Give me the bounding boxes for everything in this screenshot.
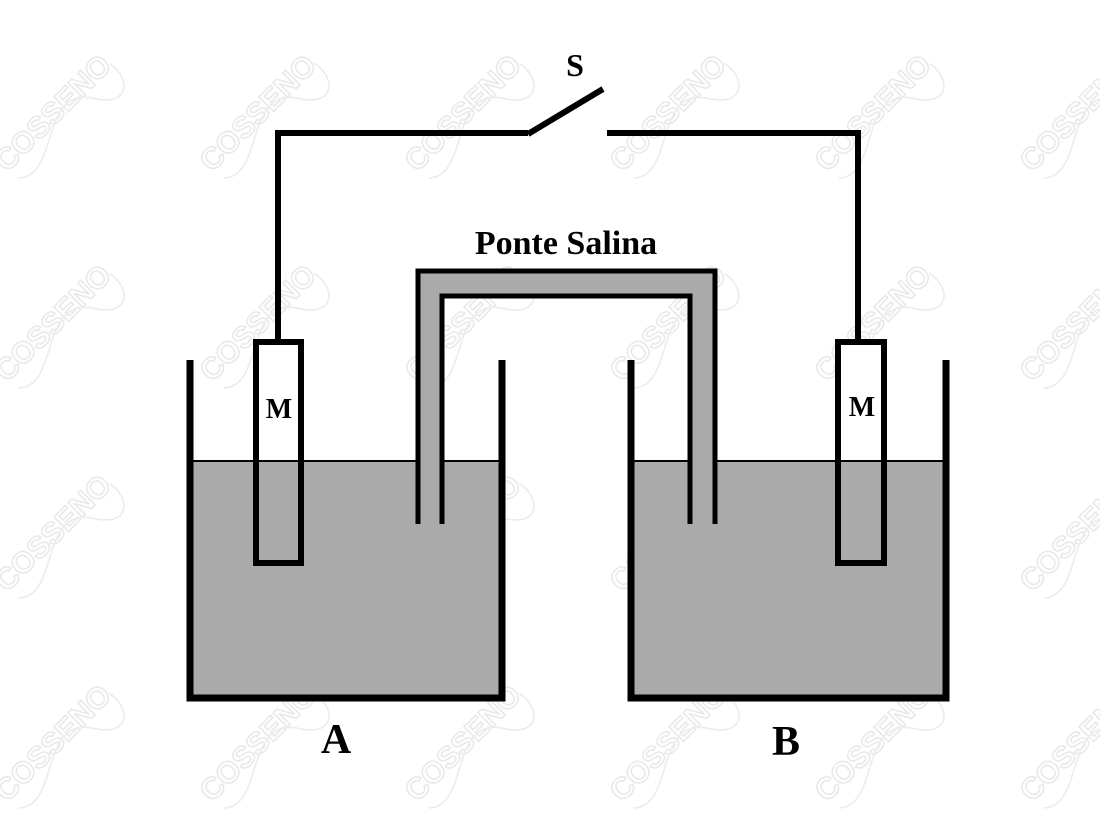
- watermark-swirl: [428, 62, 535, 179]
- watermark-swirl: [428, 692, 535, 809]
- watermark-text: COSSENO: [1014, 679, 1100, 808]
- watermark-swirl: [18, 62, 125, 179]
- watermark-swirl: [633, 692, 740, 809]
- watermark-logo: COSSENO: [1013, 678, 1100, 809]
- watermark-swirl: [18, 272, 125, 389]
- salt-bridge: [415, 268, 718, 524]
- watermark-logo: COSSENO: [398, 48, 535, 179]
- watermark-text: COSSENO: [1014, 49, 1100, 178]
- solution-a: [193, 461, 499, 696]
- switch-label: S: [566, 47, 584, 83]
- watermark-swirl: [223, 62, 330, 179]
- watermark-text: COSSENO: [1014, 469, 1100, 598]
- watermark-swirl: [1043, 692, 1100, 809]
- watermark-logo: COSSENO: [0, 468, 125, 599]
- watermark-swirl: [838, 692, 945, 809]
- watermark-logo: COSSENO: [1013, 258, 1100, 389]
- watermark-logo: COSSENO: [193, 48, 330, 179]
- watermark-text: COSSENO: [1014, 259, 1100, 388]
- watermark-text: COSSENO: [399, 49, 528, 178]
- electrode-a-submerged: [259, 461, 298, 560]
- watermark-text: COSSENO: [604, 49, 733, 178]
- beaker-b-label: B: [772, 719, 800, 765]
- beaker-a-label: A: [321, 717, 352, 763]
- watermark-swirl: [18, 482, 125, 599]
- watermark-logo: COSSENO: [0, 48, 125, 179]
- electrode-b-label: M: [849, 392, 875, 423]
- watermark-text: COSSENO: [809, 49, 938, 178]
- beaker-b: [627, 360, 950, 702]
- wire-left: [275, 130, 528, 342]
- beaker-a: [186, 360, 506, 702]
- watermark-logo: COSSENO: [1013, 468, 1100, 599]
- watermark-pattern: COSSENO COSSENO COSSENO COSSENO COSSENO COSSE…: [0, 48, 1100, 809]
- switch-lever: [526, 86, 605, 137]
- watermark-swirl: [633, 62, 740, 179]
- watermark-swirl: [223, 272, 330, 389]
- watermark-logo: COSSENO: [603, 48, 740, 179]
- watermark-swirl: [1043, 272, 1100, 389]
- watermark-swirl: [18, 692, 125, 809]
- electrode-b-submerged: [841, 461, 881, 560]
- wire-right: [607, 130, 861, 342]
- solution-b: [634, 461, 943, 696]
- watermark-swirl: [1043, 482, 1100, 599]
- watermark-logo: COSSENO: [0, 258, 125, 389]
- electrode-a-label: M: [266, 394, 292, 425]
- watermark-swirl: [223, 692, 330, 809]
- watermark-logo: COSSENO: [808, 48, 945, 179]
- watermark-logo: COSSENO: [0, 678, 125, 809]
- watermark-logo: COSSENO: [1013, 48, 1100, 179]
- watermark-swirl: [1043, 62, 1100, 179]
- salt-bridge-label: Ponte Salina: [475, 225, 657, 262]
- watermark-text: COSSENO: [194, 49, 323, 178]
